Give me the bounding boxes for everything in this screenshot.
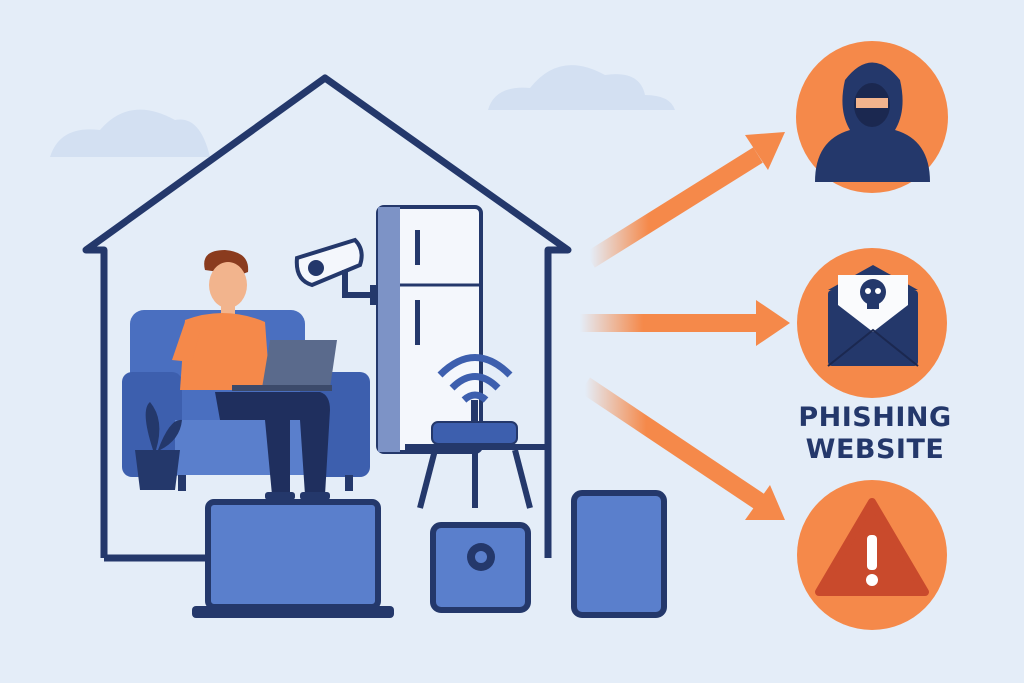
phishing-label-line2: WEBSITE — [805, 434, 945, 465]
tablet-icon — [571, 490, 667, 618]
security-camera-icon — [294, 237, 378, 305]
arrow-to-warning — [579, 377, 785, 520]
arrow-to-phishing — [580, 300, 790, 346]
person — [172, 250, 330, 500]
warning-icon — [797, 480, 947, 630]
phishing-label-line1: PHISHING — [798, 402, 952, 433]
refrigerator-icon — [376, 205, 483, 454]
laptop-device-icon — [192, 499, 394, 618]
laptop-icon — [232, 340, 337, 391]
house-outline — [82, 74, 572, 558]
smart-speaker-icon — [430, 522, 531, 613]
plant-icon — [135, 402, 182, 490]
phishing-envelope-icon — [797, 248, 947, 398]
side-table — [405, 444, 545, 509]
cloud-icon — [50, 65, 675, 157]
arrow-to-hacker — [585, 132, 785, 268]
hacker-icon — [796, 41, 948, 193]
